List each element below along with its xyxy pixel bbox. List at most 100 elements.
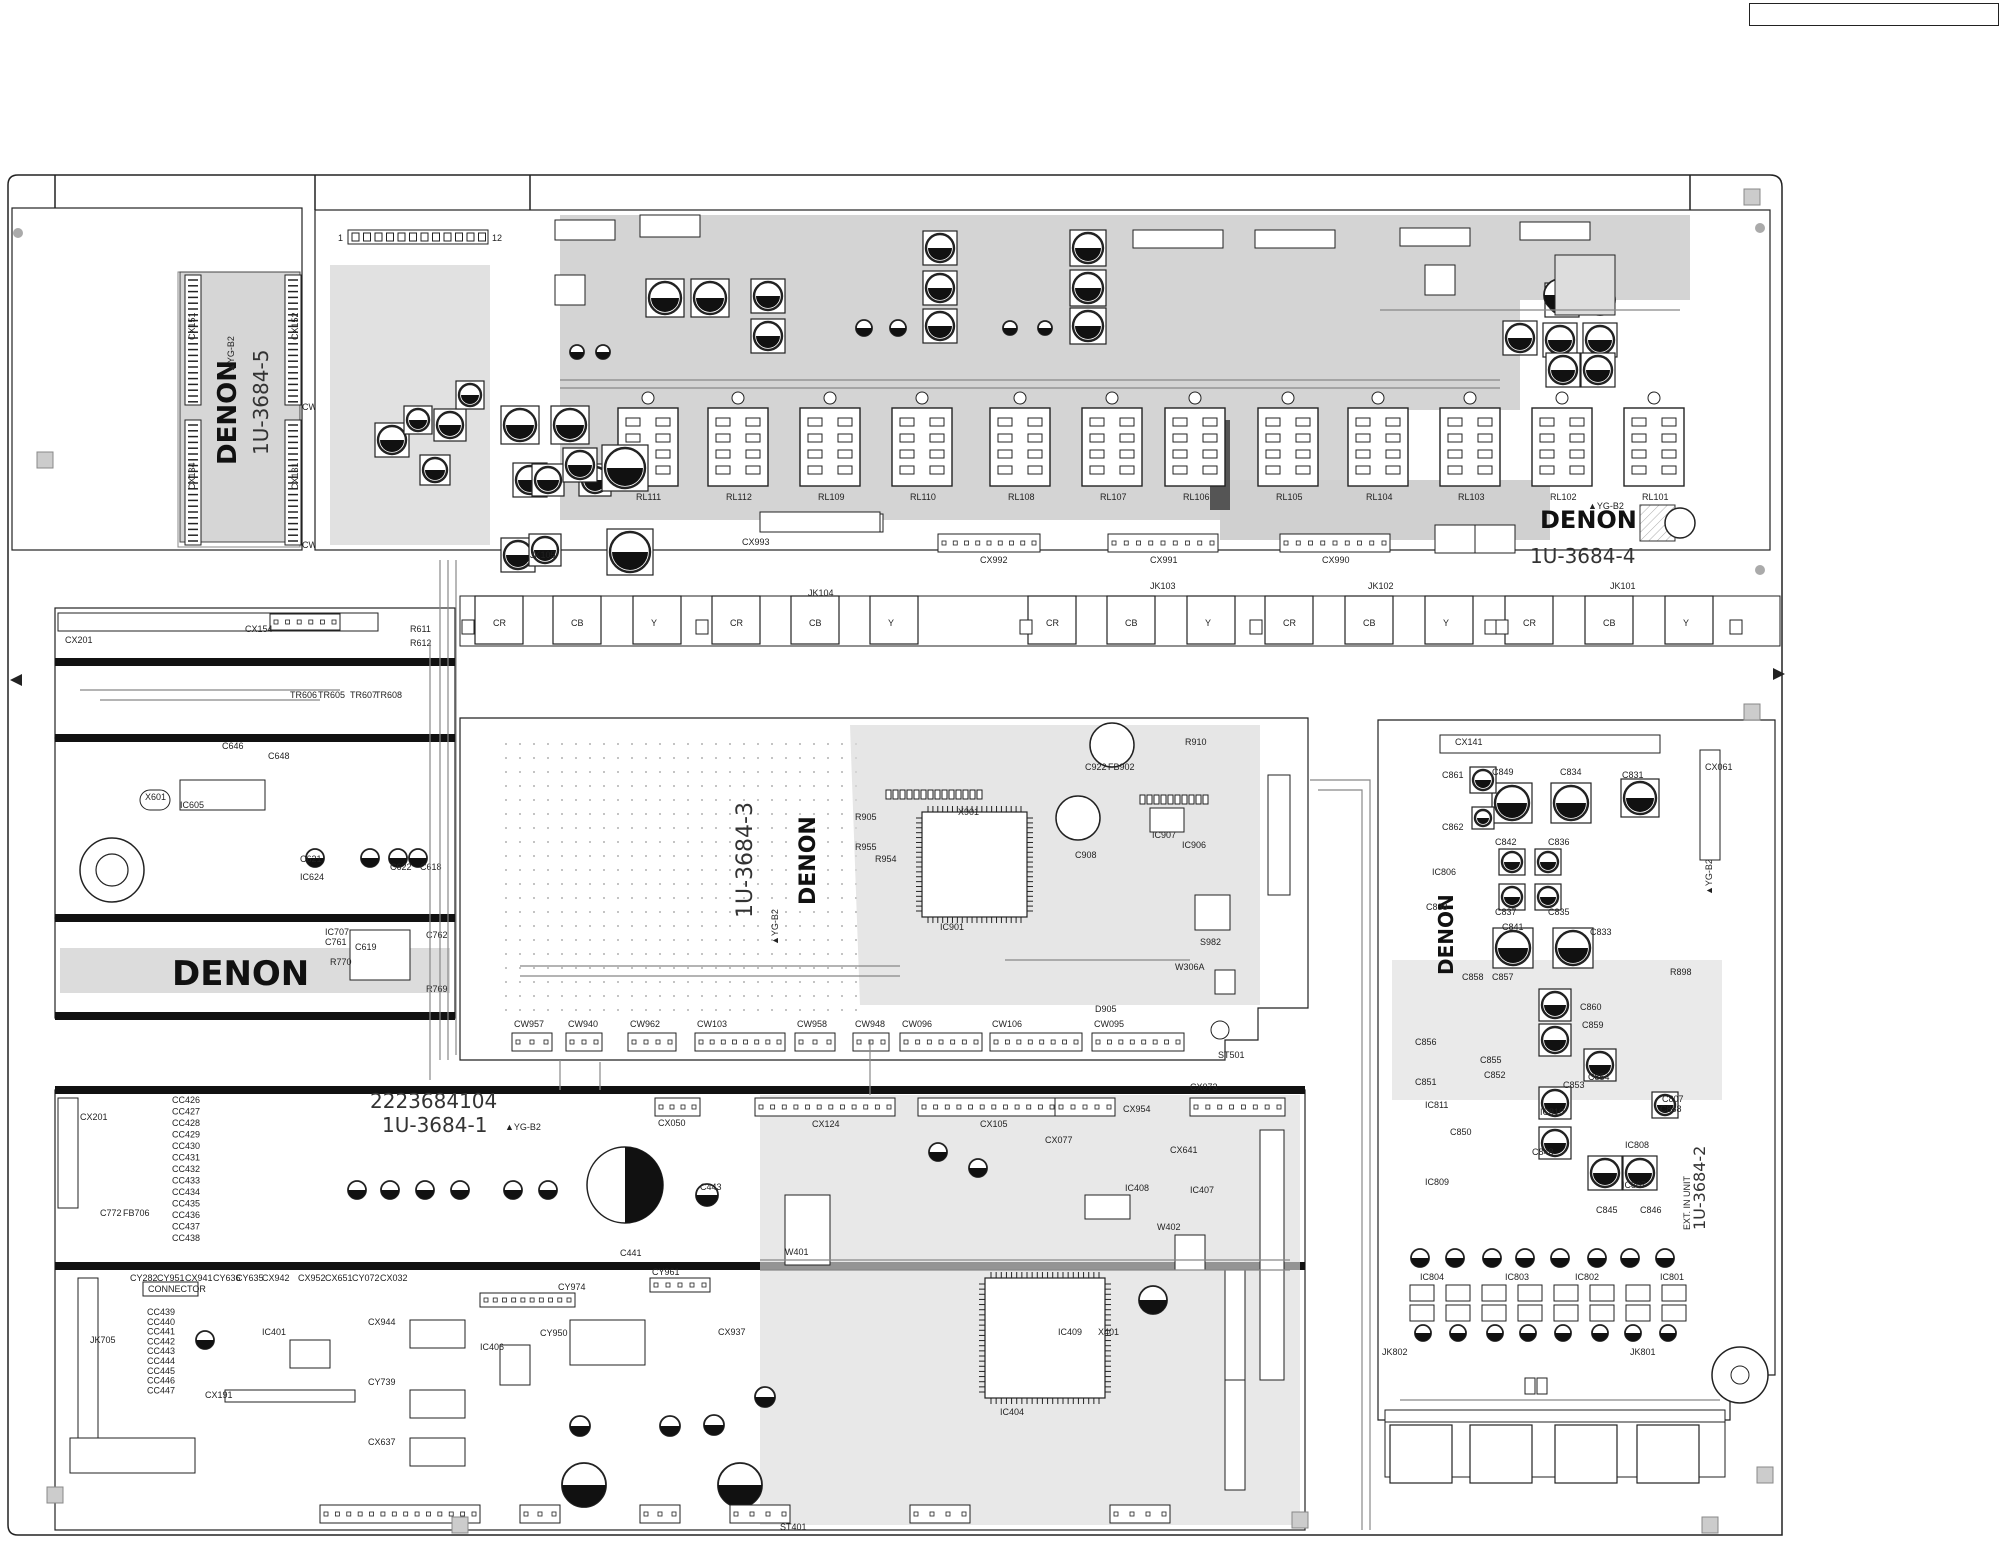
capacitor (408, 848, 428, 868)
denon-logo-p2: DENON (1540, 506, 1637, 534)
label-cw103: CW103 (697, 1019, 727, 1029)
connector-cy961 (649, 1277, 711, 1293)
label-w401: W401 (785, 1247, 809, 1257)
capacitor (1519, 1324, 1537, 1342)
jack-label: CB (1125, 618, 1138, 628)
label-cc439: CC439 (147, 1307, 175, 1317)
label-cy950: CY950 (540, 1328, 568, 1338)
electrolytic-capacitor (1469, 766, 1497, 794)
capacitor (360, 848, 380, 868)
label-cx131: CX131 (290, 462, 300, 490)
label-c856: C856 (1415, 1037, 1437, 1047)
label-cw948: CW948 (855, 1019, 885, 1029)
capacitor (1620, 1248, 1640, 1268)
relay: RL102 (1531, 391, 1593, 502)
label-cc434: CC434 (172, 1187, 200, 1197)
label-cc442: CC442 (147, 1336, 175, 1346)
capacitor (1410, 1248, 1430, 1268)
label-c908: C908 (1075, 850, 1097, 860)
label-s982: S982 (1200, 937, 1221, 947)
label-st401: ST401 (780, 1522, 807, 1532)
board-code-p5: 1U-3684-1 (382, 1113, 487, 1137)
label-cc441: CC441 (147, 1327, 175, 1337)
denon-logo-p1: DENON (213, 360, 243, 465)
label-cx942: CX942 (262, 1273, 290, 1283)
capacitor (1414, 1324, 1432, 1342)
connector-cw940 (565, 1032, 603, 1052)
electrolytic-capacitor (922, 308, 958, 344)
connector-cw096 (899, 1032, 983, 1052)
relay-label: RL111 (636, 492, 661, 502)
label-c618: C618 (420, 862, 442, 872)
label-c852: C852 (1484, 1070, 1506, 1080)
label-ic605: IC605 (180, 800, 204, 810)
rca-ext-jack (1389, 1424, 1453, 1484)
connector-bottom-6 (1109, 1504, 1171, 1524)
label-x901: X901 (958, 807, 979, 817)
capacitor (754, 1386, 776, 1408)
revision-p1: ▲YG-B2 (226, 336, 236, 372)
label-cx050: CX050 (658, 1118, 686, 1128)
label-c835: C835 (1548, 907, 1570, 917)
label-c648: C648 (268, 751, 290, 761)
capacitor (380, 1180, 400, 1200)
relay: RL101 (1623, 391, 1685, 502)
label-cx992: CX992 (980, 555, 1008, 565)
relay-label: RL101 (1642, 492, 1669, 502)
connector-cw103 (694, 1032, 786, 1052)
label-c621: C621 (300, 854, 322, 864)
connector-cx991 (1107, 533, 1219, 553)
capacitor (717, 1462, 763, 1508)
label-cw958: CW958 (797, 1019, 827, 1029)
capacitor (1515, 1248, 1535, 1268)
label-cy282: CY282 (130, 1273, 158, 1283)
relay-label: RL106 (1183, 492, 1210, 502)
label-c833: C833 (1590, 927, 1612, 937)
label-ic907: IC907 (1152, 830, 1176, 840)
capacitor (415, 1180, 435, 1200)
label-c922: C922 (1085, 762, 1107, 772)
rca-jack-cr: CR (711, 595, 761, 645)
label-c761: C761 (325, 937, 347, 947)
label-ic408: IC408 (1125, 1183, 1149, 1193)
relay-label: RL103 (1458, 492, 1485, 502)
electrolytic-capacitor (690, 278, 730, 318)
label-c622: C622 (390, 862, 412, 872)
capacitor (1449, 1324, 1467, 1342)
jack-label: Y (651, 618, 657, 628)
capacitor (703, 1414, 725, 1436)
electrolytic-capacitor (1538, 1086, 1572, 1120)
jack-label: CR (730, 618, 743, 628)
jack-label: CB (1363, 618, 1376, 628)
rca-jack-cr: CR (1027, 595, 1077, 645)
rca-jack-y: Y (1186, 595, 1236, 645)
label-c837: C837 (1495, 907, 1517, 917)
label-c772: C772 (100, 1208, 122, 1218)
capacitor (1554, 1324, 1572, 1342)
relay-label: RL105 (1276, 492, 1303, 502)
board-outline (7, 174, 1783, 1536)
connector-bottom-4 (729, 1504, 791, 1524)
label-cx151: CX151 (187, 312, 197, 340)
label-cy072: CY072 (352, 1273, 380, 1283)
denon-logo-p4: DENON (172, 954, 309, 994)
label-cc447: CC447 (147, 1385, 175, 1395)
electrolytic-capacitor (922, 270, 958, 306)
electrolytic-capacitor (1550, 782, 1592, 824)
capacitor (1002, 320, 1018, 336)
label-fb902: FB902 (1108, 762, 1135, 772)
label-ic404: IC404 (1000, 1407, 1024, 1417)
board-code-p6: 1U-3684-2 (1690, 1146, 1709, 1230)
label-jk105: JK105 (530, 550, 556, 560)
label-jk103: JK103 (1150, 581, 1176, 591)
electrolytic-capacitor (1538, 1126, 1572, 1160)
rca-jack-y: Y (1424, 595, 1474, 645)
jack-label: Y (1205, 618, 1211, 628)
label-cx201: CX201 (65, 635, 93, 645)
label-c862: C862 (1442, 822, 1464, 832)
label-cx637: CX637 (368, 1437, 396, 1447)
jack-label: Y (1443, 618, 1449, 628)
relay: RL107 (1081, 391, 1143, 502)
relay-label: RL112 (726, 492, 752, 502)
label-cx201: CX201 (80, 1112, 108, 1122)
